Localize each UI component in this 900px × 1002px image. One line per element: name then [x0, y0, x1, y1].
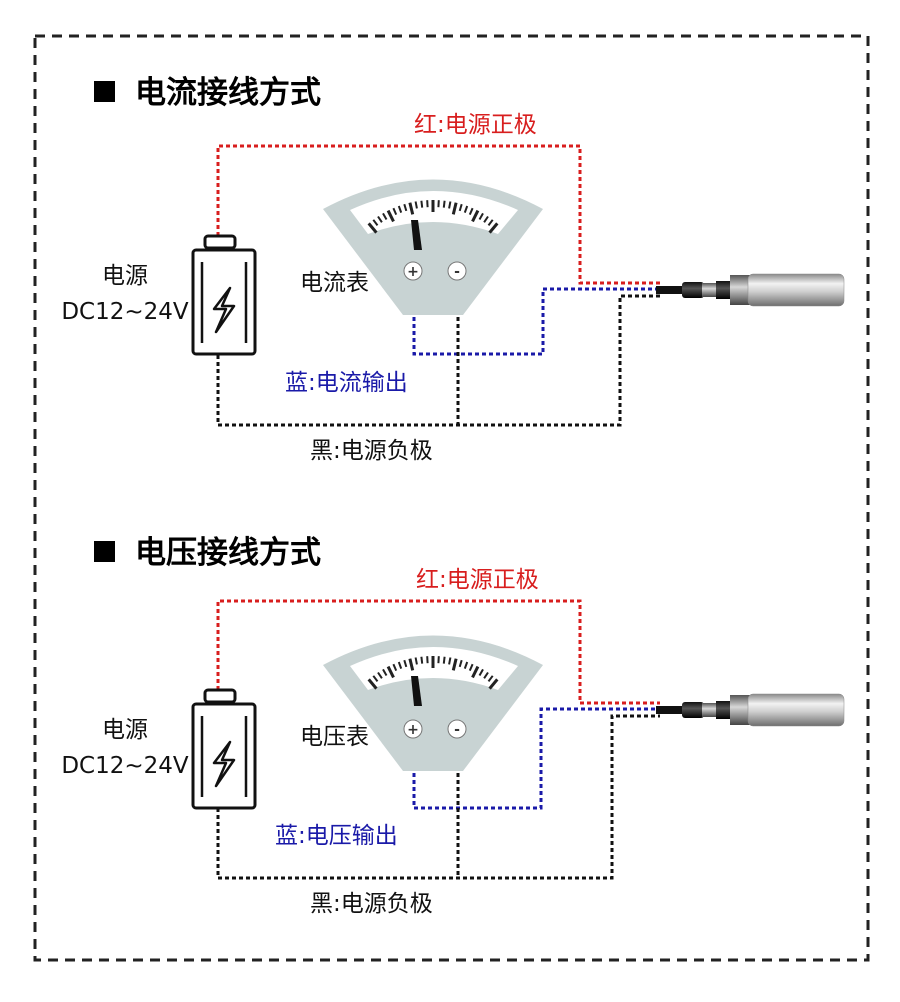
meter-scale-tick [367, 678, 378, 690]
meter-scale-tick [377, 215, 383, 223]
section-title: 电流接线方式 [135, 75, 321, 111]
power-voltage-label: DC12~24V [61, 753, 189, 779]
meter-plus-terminal: + [407, 264, 419, 280]
meter-scale-tick [420, 200, 424, 208]
blue-wire [412, 282, 660, 356]
meter-scale-tick [372, 675, 379, 683]
black-wire [216, 714, 660, 880]
meter-needle [411, 676, 422, 706]
meter-scale-tick [414, 657, 418, 665]
meter-scale-tick [451, 658, 458, 671]
meter-scale-tick [386, 665, 395, 679]
label-red-power-positive: 红:电源正极 [416, 567, 539, 593]
black-wire [216, 294, 660, 427]
meter-minus-terminal: - [454, 264, 460, 280]
meter-scale-tick [448, 201, 452, 209]
meter-scale-tick [463, 661, 469, 669]
meter-scale-tick [392, 207, 398, 216]
power-label: 电源 [102, 717, 148, 743]
meter-scale-tick [442, 656, 446, 664]
label-black-power-negative: 黑:电源负极 [310, 891, 433, 917]
meter-label: 电压表 [300, 724, 369, 750]
meter-scale-tick [442, 200, 446, 208]
title-bullet-square [94, 81, 115, 102]
meter-scale-tick [488, 678, 499, 690]
section-title: 电压接线方式 [135, 535, 321, 571]
section-voltage: 电压接线方式 红:电源正极 蓝:电压输出 黑:电源负极 电源 DC12~24V … [61, 535, 845, 917]
meter-scale-tick [382, 668, 388, 676]
meter-scale-tick [463, 205, 469, 213]
meter-label: 电流表 [300, 270, 369, 296]
power-label: 电源 [102, 263, 148, 289]
meter-scale-tick [408, 658, 415, 671]
meter-scale-tick [403, 659, 408, 668]
outer-dashed-frame [33, 34, 870, 962]
red-wire [216, 599, 660, 705]
meter-scale-tick [367, 222, 378, 234]
battery-icon [191, 688, 257, 810]
meter-scale-tick [397, 661, 403, 669]
meter-scale-tick [420, 656, 424, 664]
meter-scale-tick [451, 202, 458, 215]
label-red-power-positive: 红:电源正极 [414, 112, 537, 138]
battery-icon [191, 234, 257, 356]
meter-scale-tick [488, 222, 499, 234]
blue-wire [412, 707, 660, 810]
meter-icon: + - [323, 635, 543, 771]
meter-scale-tick [478, 668, 484, 676]
section-current: 电流接线方式 红:电源正极 蓝:电流输出 黑:电源负极 电源 DC12~24V … [61, 75, 845, 464]
sensor-probe-icon [656, 273, 845, 307]
meter-scale-tick [448, 657, 452, 665]
meter-scale-tick [478, 212, 484, 220]
meter-scale-tick [377, 671, 383, 679]
meter-scale-tick [468, 207, 474, 216]
meter-scale-tick [382, 212, 388, 220]
meter-scale-tick [414, 201, 418, 209]
label-black-power-negative: 黑:电源负极 [310, 438, 433, 464]
meter-scale-tick [403, 203, 408, 212]
label-blue-output: 蓝:电压输出 [275, 823, 398, 849]
meter-scale-tick [408, 202, 415, 215]
power-voltage-label: DC12~24V [61, 299, 189, 325]
meter-scale-tick [386, 209, 395, 223]
meter-scale-tick [458, 659, 463, 668]
red-wire [216, 144, 660, 285]
meter-minus-terminal: - [454, 722, 460, 738]
meter-scale-tick [397, 205, 403, 213]
meter-scale-tick [392, 663, 398, 672]
meter-scale-tick [468, 663, 474, 672]
label-blue-output: 蓝:电流输出 [285, 370, 408, 396]
meter-scale-tick [471, 665, 480, 679]
meter-scale-tick [483, 215, 489, 223]
meter-scale-tick [458, 203, 463, 212]
meter-plus-terminal: + [407, 722, 419, 738]
meter-scale-tick [471, 209, 480, 223]
meter-icon: + - [323, 179, 543, 315]
sensor-probe-icon [656, 693, 845, 727]
title-bullet-square [94, 541, 115, 562]
meter-scale-ticks [367, 200, 499, 690]
meter-scale-tick [483, 671, 489, 679]
meter-scale-tick [487, 675, 494, 683]
meter-scale-tick [372, 219, 379, 226]
meter-needle [411, 220, 422, 250]
meter-scale-tick [487, 219, 494, 226]
